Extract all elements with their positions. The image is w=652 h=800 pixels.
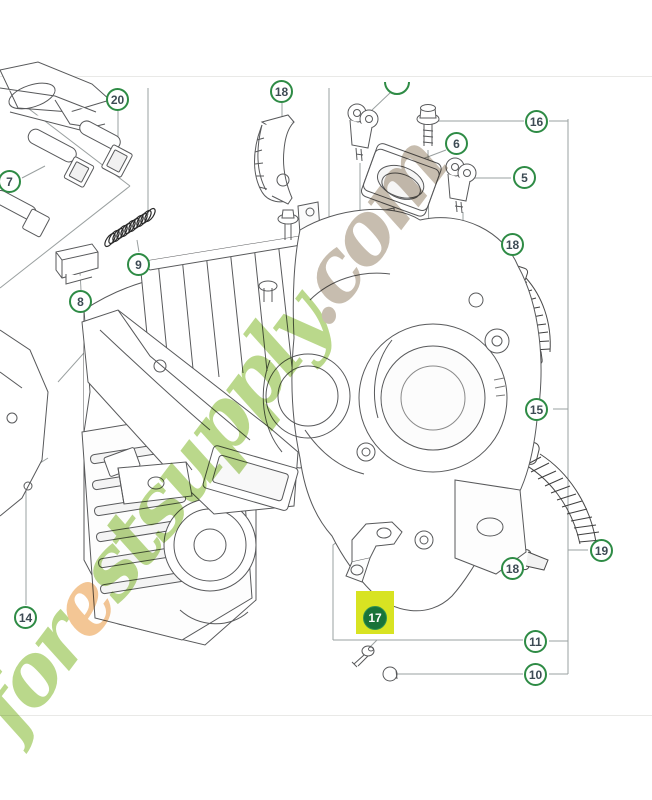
bolt-part-20 — [79, 120, 133, 178]
mounting-arm — [81, 309, 299, 515]
bracket-part-14 — [103, 447, 193, 505]
bracket-part-17 — [345, 521, 403, 583]
callout-label: 15 — [529, 402, 544, 417]
block-part-8 — [55, 243, 99, 285]
callout-5: 5 — [513, 166, 536, 189]
callout-label: 8 — [77, 294, 84, 309]
callout-16: 16 — [525, 110, 548, 133]
clamp-part-top — [347, 103, 379, 162]
callout-18-top: 18 — [270, 80, 293, 103]
bottom-rule — [0, 715, 652, 716]
callout-8: 8 — [69, 290, 92, 313]
callout-20: 20 — [106, 88, 129, 111]
callout-14: 14 — [14, 606, 37, 629]
callout-label: 10 — [528, 667, 543, 682]
clamp-part-5 — [445, 157, 477, 214]
center-bearing-arcs — [262, 353, 351, 453]
callout-label: 18 — [505, 561, 520, 576]
crankcase-right-half — [291, 208, 542, 612]
callout-label: 18 — [274, 84, 289, 99]
callout-6: 6 — [445, 132, 468, 155]
callout-10: 10 — [524, 663, 547, 686]
callout-label: 9 — [135, 257, 142, 272]
callout-11: 11 — [524, 630, 547, 653]
gasket-part-6 — [360, 143, 442, 217]
screw-part-11 — [351, 645, 375, 668]
callout-label: 19 — [594, 543, 609, 558]
callout-15: 15 — [525, 398, 548, 421]
callout-18-low: 18 — [501, 557, 524, 580]
callout-label: 14 — [18, 610, 33, 625]
bolt-part-7 — [27, 128, 95, 188]
top-rule — [0, 76, 652, 77]
spring-part-9 — [104, 207, 156, 248]
callout-label: 7 — [6, 174, 13, 189]
callout-18-mid: 18 — [501, 233, 524, 256]
plug-part-10 — [382, 666, 398, 682]
bolt-part-7b — [0, 189, 50, 238]
callout-label: 11 — [529, 634, 542, 649]
callout-label: 20 — [110, 92, 125, 107]
callout-label: 16 — [529, 114, 544, 129]
callout-9: 9 — [127, 253, 150, 276]
callout-19: 19 — [590, 539, 613, 562]
callout-17-highlight: 17 — [363, 606, 387, 630]
callout-partial-circle — [384, 81, 410, 95]
callout-label: 17 — [368, 611, 382, 625]
callout-label: 18 — [505, 237, 520, 252]
callout-label: 6 — [453, 136, 460, 151]
callout-7: 7 — [0, 170, 21, 193]
strap-part-18-top — [254, 114, 295, 205]
side-panel-edge — [0, 329, 49, 517]
bolt-part-16 — [416, 104, 440, 146]
callout-label: 5 — [521, 170, 528, 185]
